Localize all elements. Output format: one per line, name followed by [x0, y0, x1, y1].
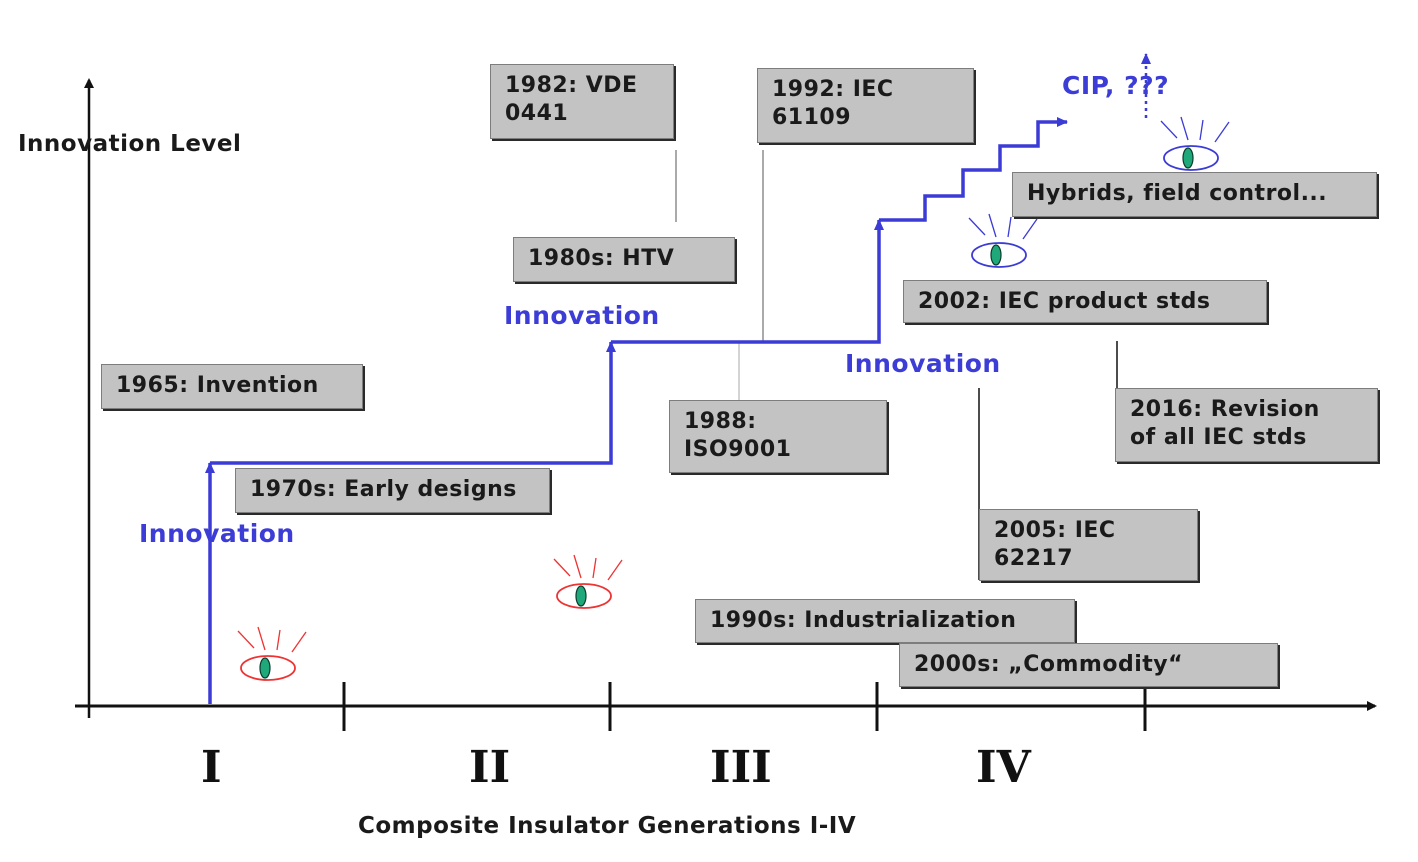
y-axis-label: Innovation Level	[18, 131, 242, 157]
generation-label-iii: III	[710, 742, 772, 793]
eye-icon	[968, 213, 1038, 268]
milestone-1980s-htv: 1980s: HTV	[513, 237, 735, 282]
milestone-2005-iec: 2005: IEC 62217	[979, 509, 1198, 581]
eye-icon	[1160, 116, 1230, 171]
cip-label: CIP, ???	[1062, 71, 1170, 100]
innovation-step-line-3	[611, 219, 884, 344]
eye-icon	[237, 626, 307, 681]
milestone-2016-revision: 2016: Revision of all IEC stds	[1115, 388, 1378, 462]
milestone-1990s-industrialization: 1990s: Industrialization	[695, 599, 1075, 643]
milestone-1988-iso9001: 1988: ISO9001	[669, 400, 887, 473]
innovation-label-1: Innovation	[139, 519, 295, 548]
milestone-1992-iec: 1992: IEC 61109	[757, 68, 974, 143]
milestone-1982-vde: 1982: VDE 0441	[490, 64, 674, 139]
eye-icon	[553, 554, 623, 609]
innovation-label-2: Innovation	[504, 301, 660, 330]
x-axis-label: Composite Insulator Generations I-IV	[358, 813, 857, 839]
milestone-2000s-commodity: 2000s: „Commodity“	[899, 643, 1278, 687]
innovation-label-3: Innovation	[845, 349, 1001, 378]
milestone-2002-iec-product: 2002: IEC product stds	[903, 280, 1267, 323]
innovation-stairs	[879, 117, 1068, 222]
innovation-step-line-2	[210, 341, 616, 465]
generation-label-ii: II	[469, 742, 511, 793]
generation-label-iv: IV	[976, 742, 1031, 793]
generation-label-i: I	[201, 742, 222, 793]
future-hybrids-field-control: Hybrids, field control...	[1012, 172, 1377, 217]
milestone-1970s-early-designs: 1970s: Early designs	[235, 468, 550, 513]
milestone-1965-invention: 1965: Invention	[101, 364, 363, 409]
